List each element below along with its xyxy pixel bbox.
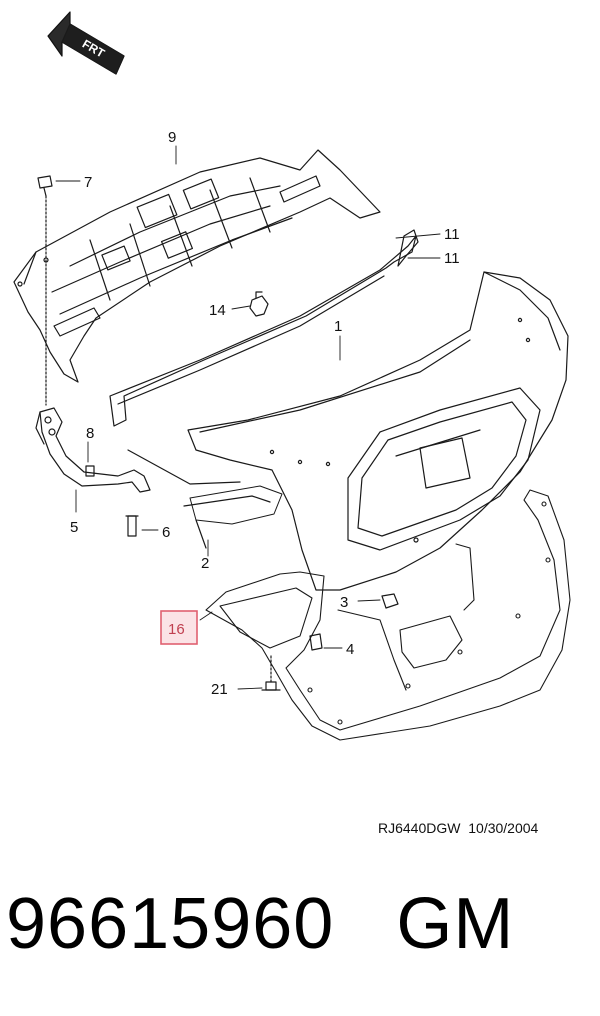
parcel-shelf-panel [13, 149, 381, 383]
trim-panel-part-16 [205, 489, 571, 741]
push-pin-part-21 [261, 653, 281, 691]
part-number: 96615960 [6, 884, 335, 964]
bump-stop-part-8 [85, 465, 95, 477]
callout-1: 1 [334, 318, 342, 335]
callout-leaders [55, 145, 441, 690]
callout-5: 5 [70, 519, 78, 536]
brand-name: GM [396, 884, 515, 964]
callout-4: 4 [346, 641, 354, 658]
weatherstrip-part-2 [127, 449, 283, 549]
callout-11a: 11 [444, 226, 460, 243]
stopper-part-4 [309, 633, 323, 651]
callout-2: 2 [201, 555, 209, 572]
callout-14: 14 [209, 302, 226, 319]
drawing-reference: RJ6440DGW 10/30/2004 [378, 820, 538, 836]
clip-part-14 [249, 291, 269, 317]
bolt-part-7 [37, 175, 53, 406]
callout-8: 8 [86, 425, 94, 442]
front-direction-arrow: FRT [47, 11, 125, 75]
callout-11b: 11 [444, 250, 460, 267]
reference-date: 10/30/2004 [468, 820, 539, 836]
hinge-part-5 [35, 407, 151, 493]
parts-diagram: FRT [13, 11, 571, 741]
bolt-part-6 [125, 515, 139, 537]
grommet-part-3 [381, 593, 399, 609]
callout-6: 6 [162, 524, 170, 541]
trunk-lid-part-1 [187, 271, 569, 591]
trim-strip-part-11 [109, 229, 419, 427]
callout-21: 21 [211, 681, 228, 698]
callout-16: 16 [168, 621, 185, 638]
highlight-box-16 [160, 610, 198, 645]
callout-7: 7 [84, 174, 92, 191]
callout-9: 9 [168, 129, 176, 146]
reference-code: RJ6440DGW [378, 820, 461, 836]
callout-3: 3 [340, 594, 348, 611]
